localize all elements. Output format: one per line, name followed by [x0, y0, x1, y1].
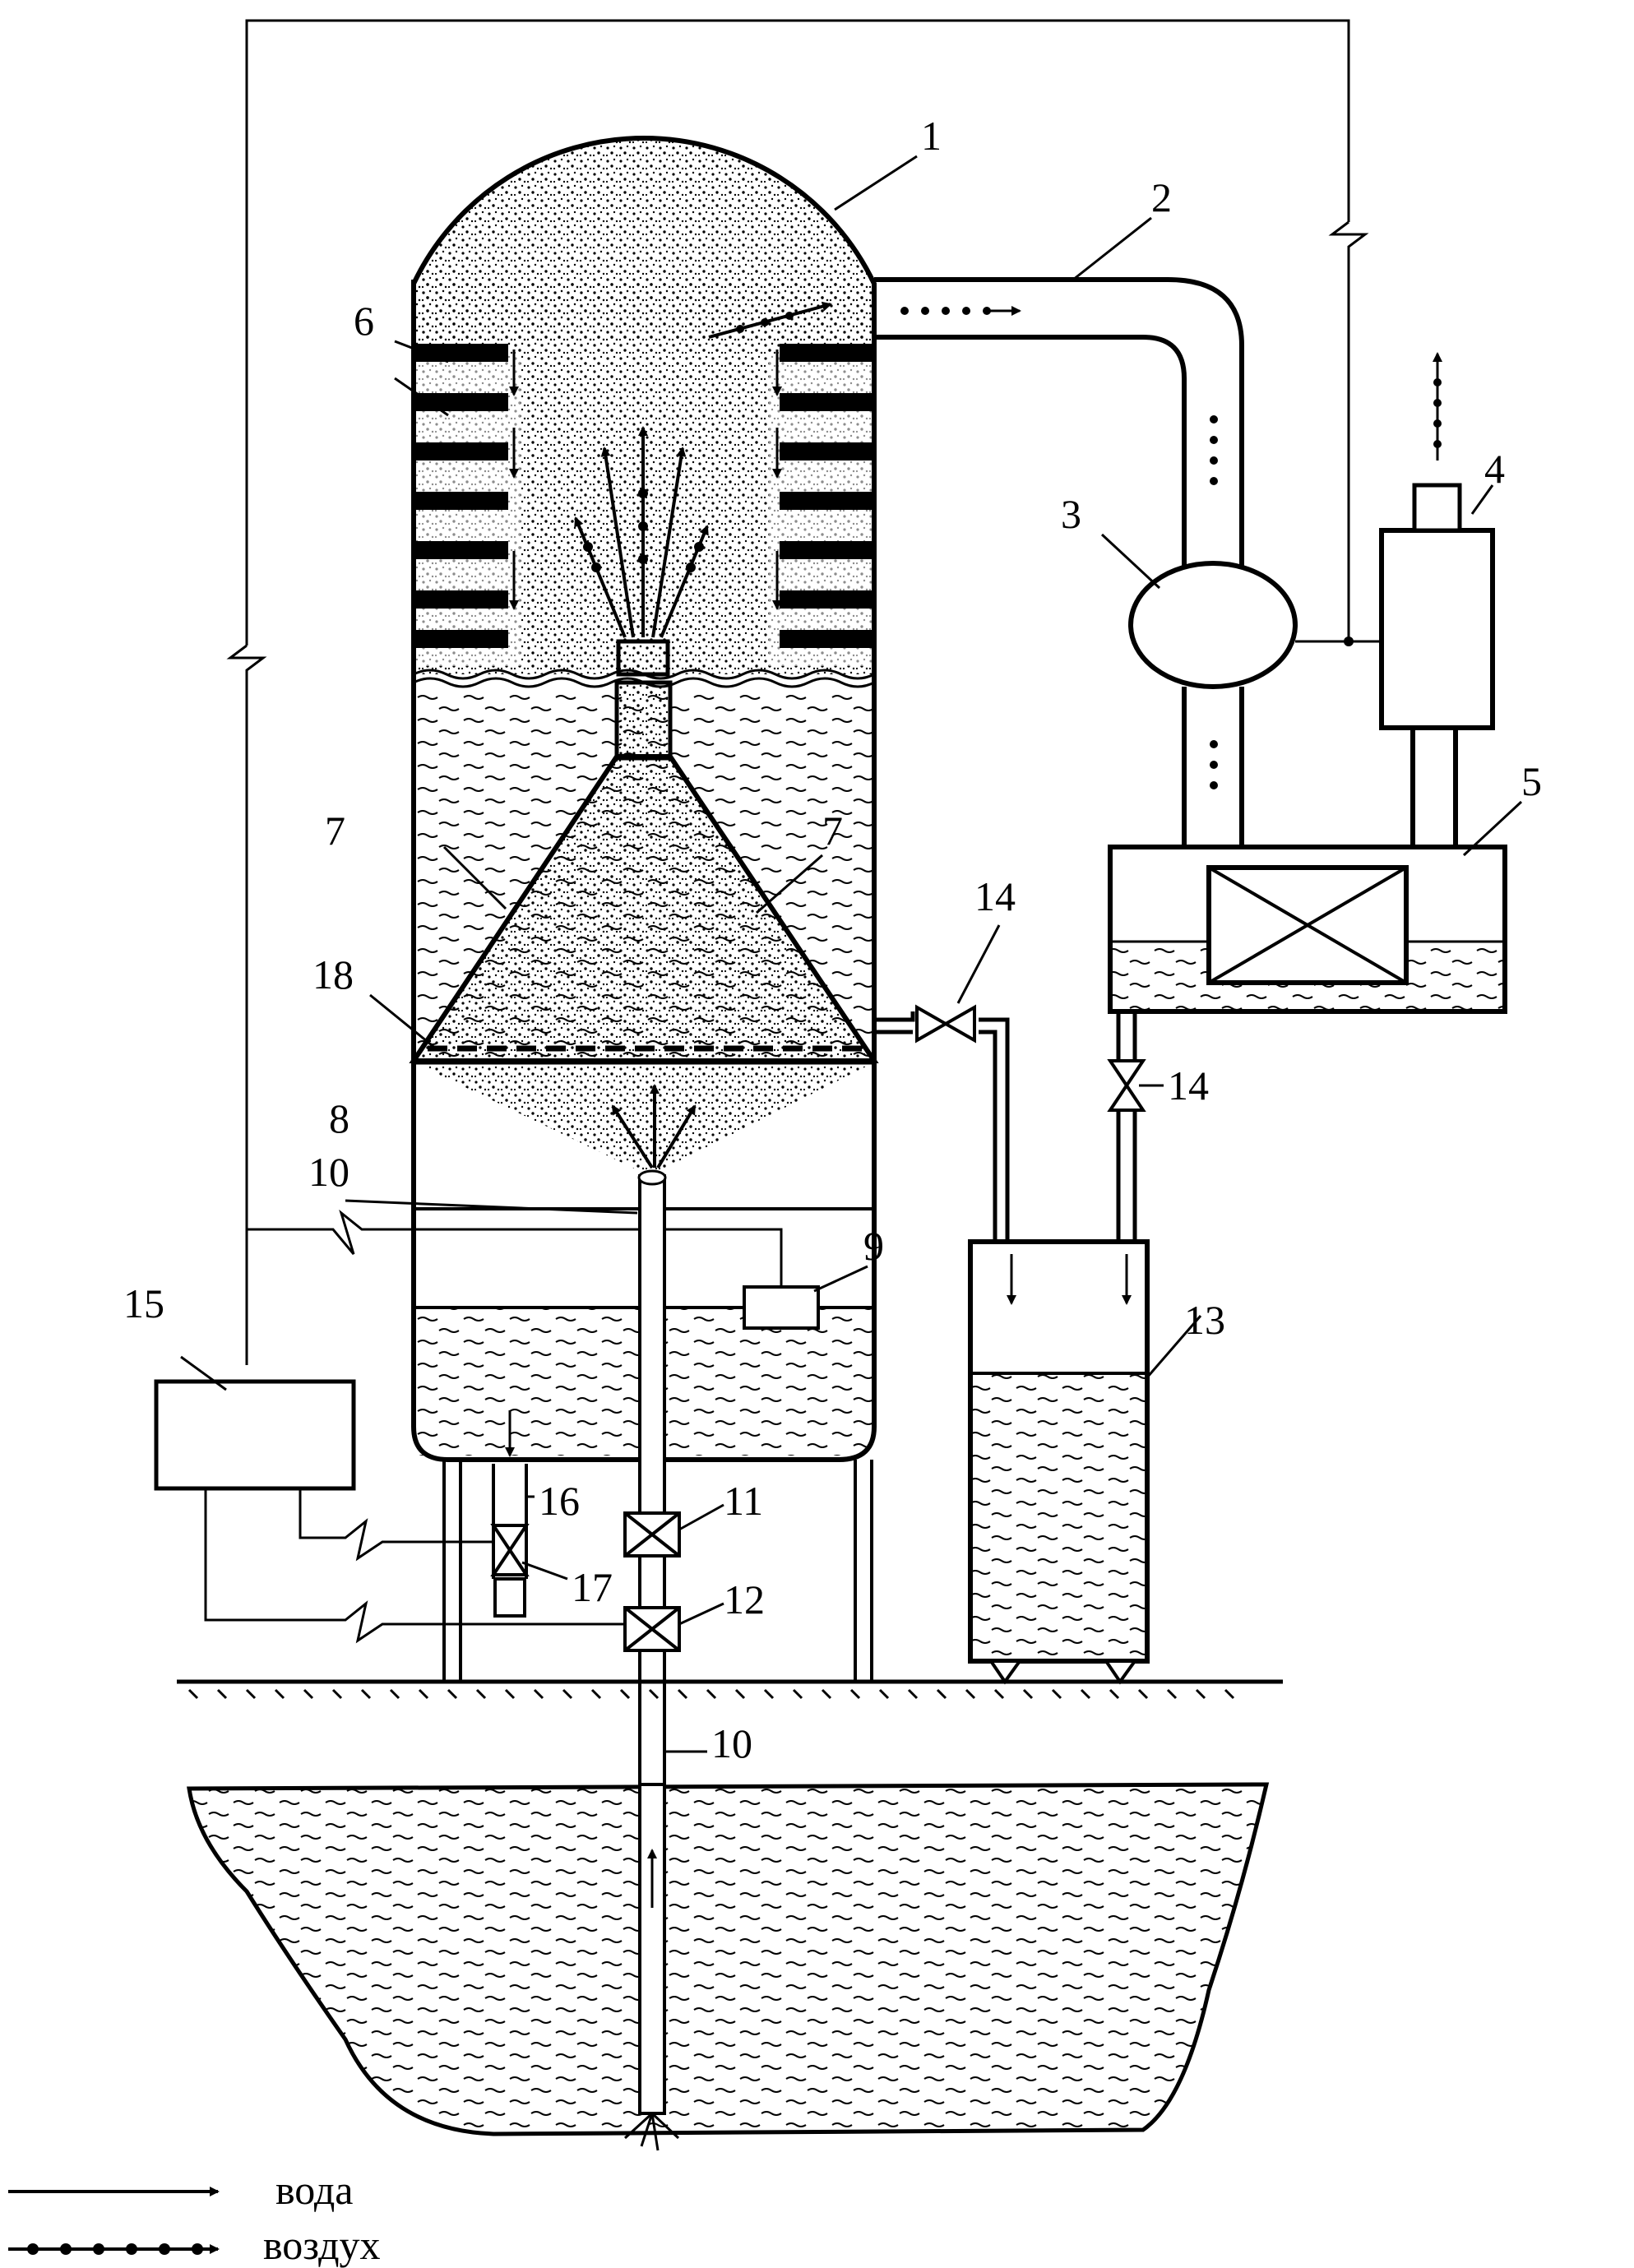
- ground-hatch: [187, 1688, 1235, 1700]
- valve-14-right: [1107, 1059, 1146, 1112]
- vapour-duct-2: [874, 277, 1244, 567]
- label-valve-12: 12: [724, 1576, 765, 1622]
- label-sensor: 9: [863, 1223, 884, 1269]
- condensing-plates-right: [780, 344, 874, 648]
- valve-11: [623, 1511, 681, 1558]
- column-legs: [442, 1460, 873, 1682]
- label-valve-11: 11: [724, 1478, 764, 1524]
- air-bead-markers: [583, 312, 794, 572]
- condensate-flow-arrows: [509, 349, 782, 610]
- label-intake-pipe-bottom: 10: [711, 1720, 752, 1766]
- label-intake-pipe-top: 10: [308, 1149, 349, 1195]
- aquifer: [187, 1782, 1270, 2136]
- valve-12: [623, 1606, 681, 1652]
- control-line-break: [226, 644, 267, 1365]
- label-condensing-plates: 6: [354, 298, 374, 344]
- label-valve-right: 14: [1168, 1062, 1209, 1109]
- label-tank: 13: [1184, 1297, 1225, 1343]
- pump-3: [1128, 561, 1298, 689]
- legend-air-label: воздух: [263, 2222, 381, 2268]
- distillate-pipe-left: [874, 1011, 1010, 1242]
- control-line: [245, 19, 1369, 646]
- separator-4: [1379, 528, 1495, 730]
- label-lower-chamber: 8: [329, 1095, 349, 1141]
- label-separator: 4: [1484, 446, 1505, 492]
- label-cone-right: 7: [822, 808, 843, 854]
- label-vapour-duct: 2: [1151, 174, 1172, 220]
- label-dome: 1: [921, 113, 942, 159]
- control-wire-b: [204, 1488, 625, 1644]
- legend-water-label: вода: [275, 2167, 354, 2213]
- spray-arrows: [574, 301, 832, 638]
- sensor-9: [743, 1285, 820, 1330]
- controller-15: [154, 1379, 356, 1491]
- label-drain: 16: [539, 1478, 580, 1524]
- drain-16: [492, 1410, 528, 1579]
- nozzle-neck: [614, 680, 673, 761]
- label-drain-valve: 17: [572, 1564, 613, 1610]
- lower-spray-arrows: [611, 1084, 697, 1169]
- valve-17: [490, 1524, 530, 1618]
- sensor-9-signal: [247, 1209, 783, 1287]
- control-wire-a: [299, 1488, 493, 1562]
- label-cone-left: 7: [325, 808, 345, 854]
- label-grid: 18: [312, 951, 354, 997]
- lower-spray: [414, 1062, 874, 1176]
- label-controller: 15: [123, 1280, 164, 1326]
- label-pump: 3: [1061, 491, 1081, 537]
- intake-roots: [623, 2112, 680, 2151]
- label-valve-left: 14: [974, 873, 1016, 919]
- nozzle-tip: [616, 639, 670, 677]
- duct-air-beads: [900, 307, 1218, 789]
- valve-14-left: [915, 1004, 976, 1044]
- leader-lines: [180, 155, 1523, 1753]
- legend-air-beads: [27, 2243, 203, 2255]
- label-condenser: 5: [1521, 758, 1542, 804]
